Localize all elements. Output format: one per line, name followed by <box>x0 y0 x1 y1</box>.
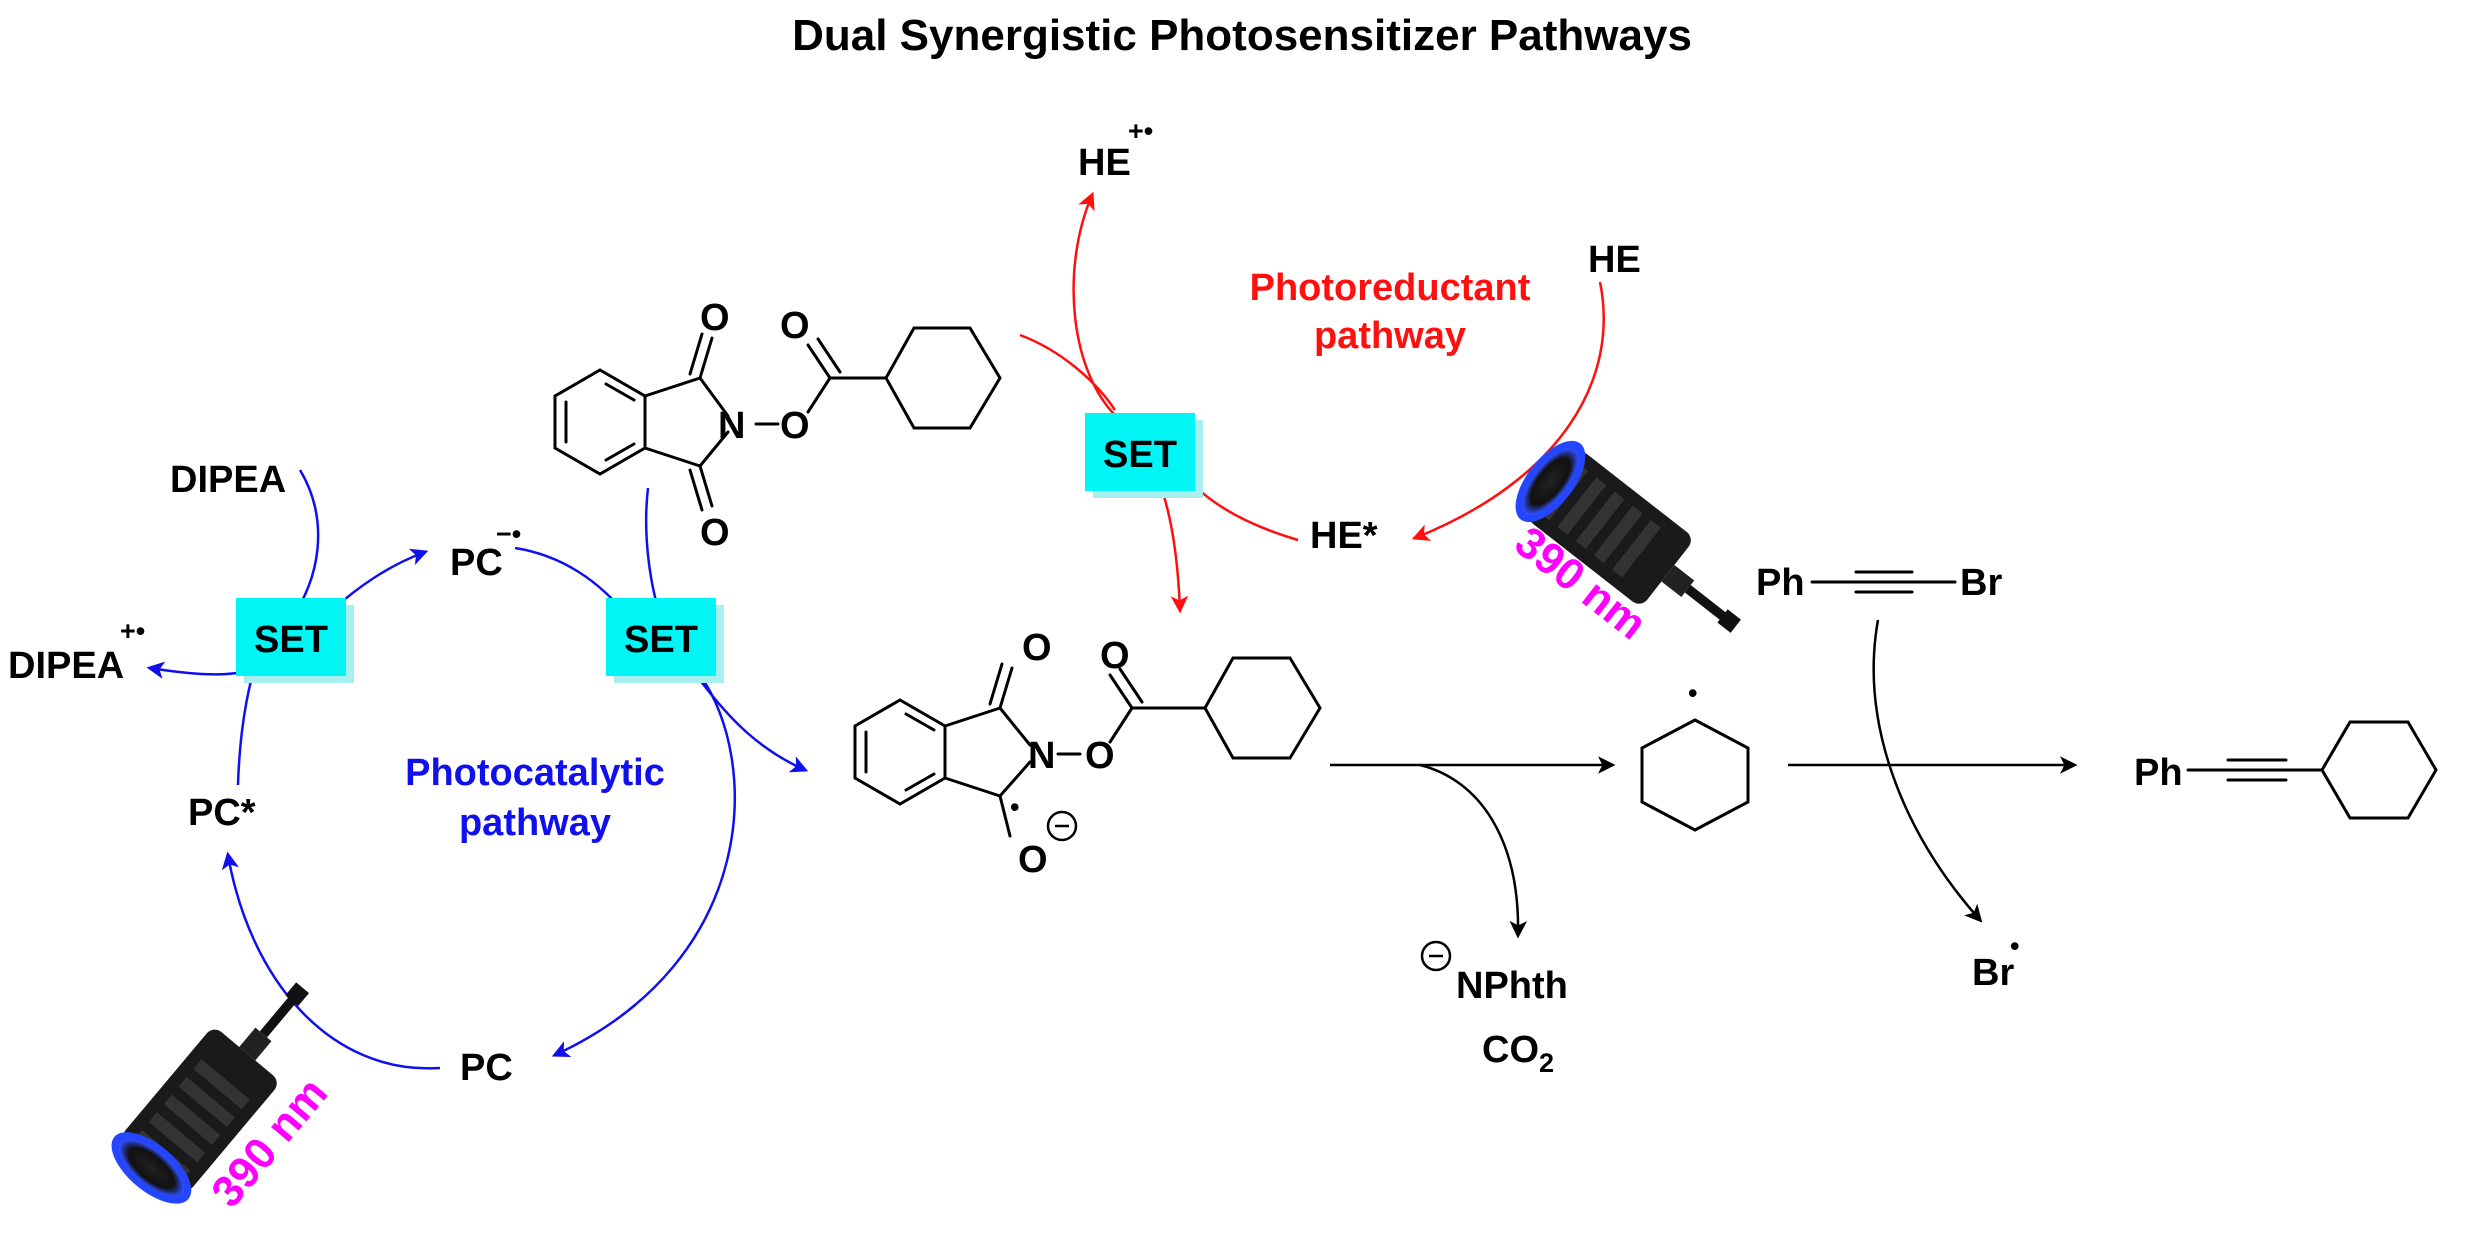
he-label: HE <box>1588 239 1641 281</box>
atom-o: O <box>780 405 810 447</box>
negative-charge-icon <box>1420 940 1452 972</box>
set-box-left: SET <box>236 598 354 683</box>
atom-o: O <box>1018 839 1048 881</box>
co2-subscript: 2 <box>1539 1048 1554 1078</box>
set-label: SET <box>254 619 328 661</box>
product-cyclohexyl-structure <box>2320 720 2438 820</box>
pc-label: PC <box>460 1047 513 1089</box>
set-label: SET <box>624 619 698 661</box>
atom-o: O <box>700 297 730 339</box>
atom-o: O <box>780 305 810 347</box>
co2-label: CO2 <box>1482 1029 1554 1078</box>
br-radical-label: Br <box>1972 952 2014 994</box>
photoreductant-pathway-line2: pathway <box>1314 315 1466 357</box>
he-excited-label: HE* <box>1310 515 1378 557</box>
pc-radical-anion-charge: −• <box>496 519 521 549</box>
photoreductant-pathway-line1: Photoreductant <box>1250 267 1531 309</box>
atom-o: O <box>1085 735 1115 777</box>
scheme-title: Dual Synergistic Photosensitizer Pathway… <box>792 11 1692 60</box>
dipea-label: DIPEA <box>170 459 286 501</box>
negative-charge-icon <box>1046 810 1078 842</box>
set-label: SET <box>1103 434 1177 476</box>
atom-o: O <box>700 512 730 554</box>
ester-radical-anion-structure <box>853 656 1322 838</box>
radical-dot: • <box>1688 678 1697 708</box>
nhpi-ester-structure <box>553 326 1002 512</box>
pc-excited-label: PC* <box>188 792 256 834</box>
dipea-charge: +• <box>120 616 145 646</box>
atom-n: N <box>718 405 745 447</box>
br-label: Br <box>1960 562 2002 604</box>
nphth-label: NPhth <box>1456 965 1568 1007</box>
co2-main: CO <box>1482 1029 1539 1071</box>
atom-n: N <box>1028 735 1055 777</box>
set-box-middle: SET <box>606 598 724 683</box>
radical-dot: • <box>1010 792 1019 822</box>
cyclohexyl-radical-structure <box>1640 718 1750 832</box>
photocatalytic-pathway-line2: pathway <box>459 802 611 844</box>
ph-label: Ph <box>1756 562 1805 604</box>
atom-o: O <box>1022 627 1052 669</box>
pc-radical-anion-label: PC <box>450 542 503 584</box>
he-radical-cation-label: HE <box>1078 142 1131 184</box>
dipea-radical-cation-label: DIPEA <box>8 645 124 687</box>
photocatalytic-pathway-line1: Photocatalytic <box>405 752 665 794</box>
set-box-top: SET <box>1085 413 1203 498</box>
atom-o: O <box>1100 635 1130 677</box>
radical-dot: • <box>2010 931 2019 961</box>
product-ph-label: Ph <box>2134 752 2183 794</box>
he-charge: +• <box>1128 116 1153 146</box>
